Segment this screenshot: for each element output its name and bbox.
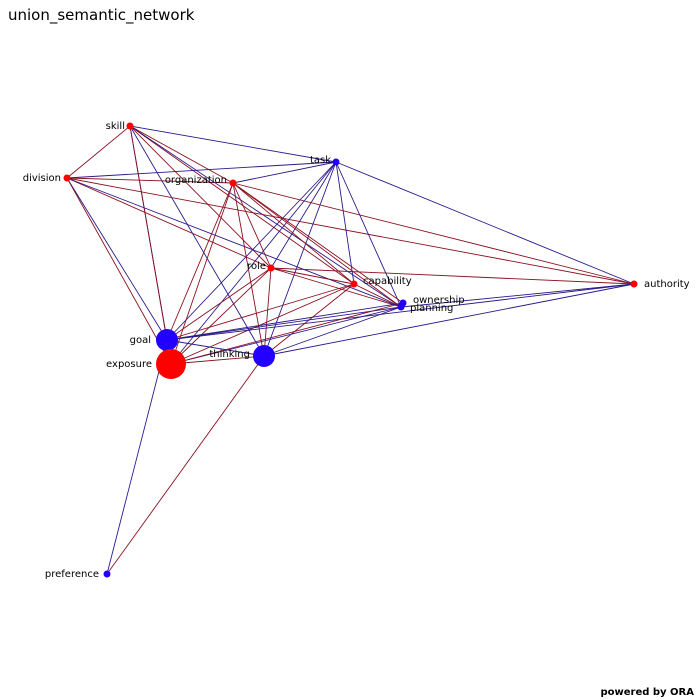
edge-role-thinking <box>263 267 272 357</box>
edge-task-planning <box>335 161 402 308</box>
edge-planning-thinking <box>263 306 402 357</box>
edge-exposure-thinking <box>170 355 265 365</box>
node-marker-goal[interactable] <box>156 329 178 351</box>
edge-ownership-exposure <box>170 302 404 365</box>
node-marker-skill[interactable] <box>126 122 134 130</box>
edge-capability-goal <box>166 283 355 341</box>
edge-planning-goal <box>166 306 402 341</box>
edge-task-role <box>270 161 337 269</box>
node-capability[interactable]: capability <box>350 276 412 288</box>
edge-division-planning <box>66 177 402 308</box>
edge-organization-authority <box>232 182 635 285</box>
node-marker-role[interactable] <box>267 264 275 272</box>
node-marker-division[interactable] <box>63 174 71 182</box>
node-label-goal: goal <box>130 335 151 346</box>
node-layer: skill division task organization role capabil… <box>23 121 690 580</box>
edge-organization-planning <box>232 182 402 308</box>
node-authority[interactable]: authority <box>630 279 690 290</box>
edge-skill-planning <box>129 125 402 308</box>
edge-ownership-goal <box>166 302 404 341</box>
node-marker-planning[interactable] <box>397 303 405 311</box>
edge-division-role <box>66 177 272 269</box>
node-label-skill: skill <box>106 121 125 132</box>
node-label-ownership: ownership <box>413 295 465 306</box>
node-marker-capability[interactable] <box>350 280 358 288</box>
edge-division-exposure <box>66 177 172 365</box>
edge-authority-thinking <box>263 283 635 357</box>
edge-division-task <box>66 161 337 179</box>
powered-by-label: powered by ORA <box>600 687 694 698</box>
edge-organization-goal <box>166 182 234 341</box>
node-marker-preference[interactable] <box>103 570 111 578</box>
node-exposure[interactable]: exposure <box>106 349 186 379</box>
edge-goal-thinking <box>166 339 265 357</box>
node-organization[interactable]: organization <box>165 175 237 187</box>
edge-task-thinking <box>263 161 337 357</box>
edge-task-goal <box>166 161 337 341</box>
node-label-division: division <box>23 173 61 184</box>
node-goal[interactable]: goal <box>130 329 178 351</box>
edge-role-authority <box>270 267 635 285</box>
edge-task-organization <box>232 161 337 184</box>
node-label-organization: organization <box>165 175 227 186</box>
edge-role-goal <box>166 267 272 341</box>
node-label-authority: authority <box>644 279 690 290</box>
edge-goal-preference <box>106 339 168 575</box>
edge-organization-capability <box>232 182 355 285</box>
edge-authority-goal <box>166 283 635 341</box>
node-role[interactable]: role <box>247 261 275 272</box>
edge-capability-planning <box>353 283 402 308</box>
node-label-planning: planning <box>410 303 453 314</box>
node-marker-exposure[interactable] <box>156 349 186 379</box>
edge-division-authority <box>66 177 635 285</box>
edge-division-skill <box>66 125 131 179</box>
edge-skill-task <box>129 125 337 163</box>
node-thinking[interactable]: thinking <box>209 345 275 367</box>
node-marker-task[interactable] <box>332 158 340 166</box>
node-marker-organization[interactable] <box>229 179 237 187</box>
edge-division-goal <box>66 177 168 341</box>
edge-organization-role <box>232 182 272 269</box>
edge-skill-organization <box>129 125 234 184</box>
edge-task-authority <box>335 161 635 285</box>
edge-role-exposure <box>170 267 272 365</box>
node-label-role: role <box>247 261 266 272</box>
node-task[interactable]: task <box>310 155 340 166</box>
edge-role-planning <box>270 267 402 308</box>
edge-layer <box>66 125 635 575</box>
edge-thinking-preference <box>106 355 265 575</box>
node-division[interactable]: division <box>23 173 71 184</box>
edge-task-capability <box>335 161 355 285</box>
edge-skill-exposure <box>129 125 172 365</box>
node-marker-thinking[interactable] <box>253 345 275 367</box>
node-label-preference: preference <box>45 569 99 580</box>
edge-planning-authority <box>400 283 635 308</box>
node-planning[interactable]: planning <box>397 303 454 314</box>
node-skill[interactable]: skill <box>106 121 134 132</box>
node-label-task: task <box>310 155 331 166</box>
edge-organization-ownership <box>232 182 404 304</box>
node-label-capability: capability <box>363 276 412 287</box>
edge-division-organization <box>66 177 234 184</box>
node-preference[interactable]: preference <box>45 569 111 580</box>
edge-role-capability <box>270 267 355 285</box>
edge-skill-role <box>129 125 272 269</box>
node-marker-authority[interactable] <box>630 280 638 288</box>
edge-organization-exposure <box>170 182 234 365</box>
page-title: union_semantic_network <box>8 6 195 24</box>
node-label-thinking: thinking <box>209 349 250 360</box>
edge-skill-capability <box>129 125 355 285</box>
node-label-exposure: exposure <box>106 359 152 370</box>
edge-capability-exposure <box>170 283 355 365</box>
